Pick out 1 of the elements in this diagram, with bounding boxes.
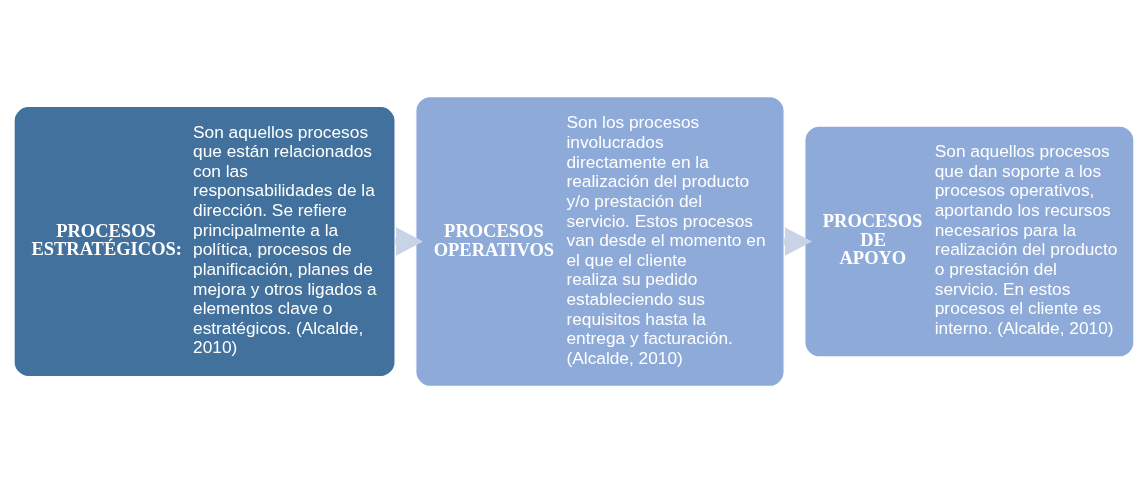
node-box: PROCESOS ESTRATÉGICOS: Son aquellos procesos que están relacionados con las responsabilidades de la dirección. Se refiere principalmente a la política, procesos de planificación, planes de mejora y otros ligados a elementos clave o estratégicos. (Alcalde, 2010) — [13, 105, 396, 377]
